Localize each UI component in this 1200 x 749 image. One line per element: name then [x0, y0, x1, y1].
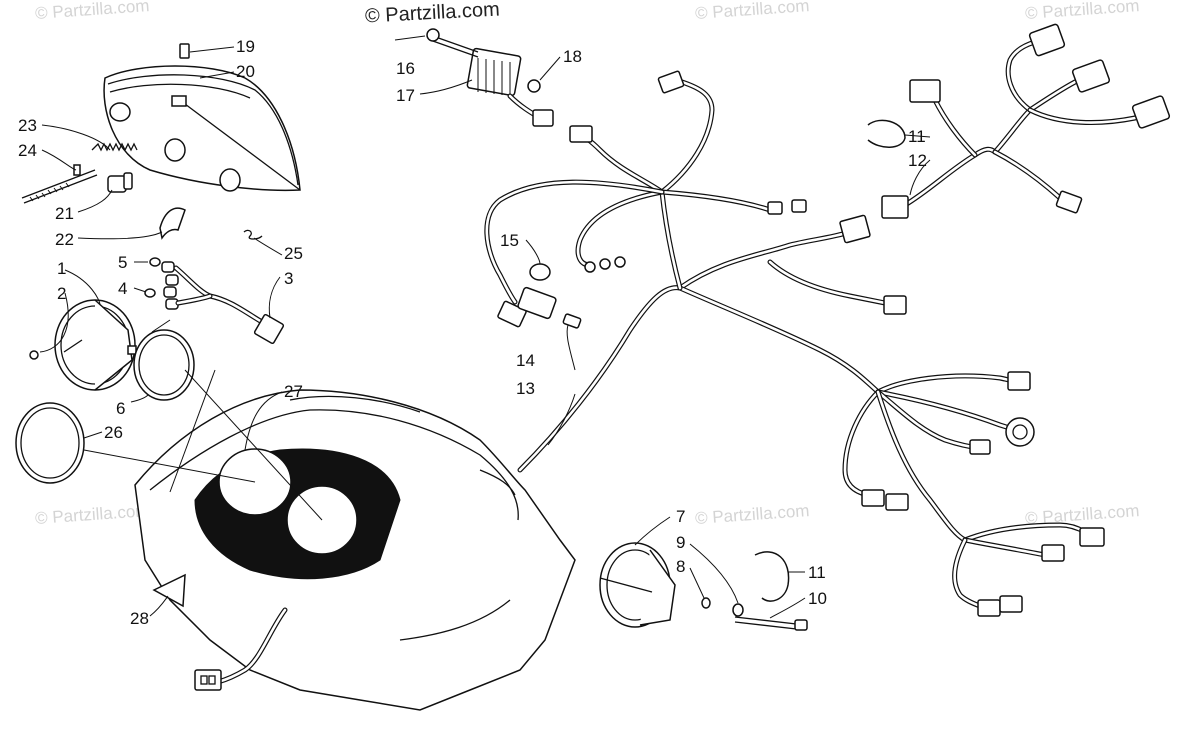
callout-28: 28	[130, 609, 149, 628]
spring	[91, 142, 138, 152]
callout-11-gauge: 11	[808, 563, 826, 582]
callout-13: 13	[516, 379, 535, 398]
callout-27: 27	[284, 382, 303, 401]
speedometer-gauge	[29, 299, 137, 391]
callout-8: 8	[676, 557, 686, 576]
instrument-pod-cover	[134, 389, 576, 711]
callout-4: 4	[118, 279, 128, 298]
nut	[701, 597, 711, 609]
gauge-bezel-ring	[133, 329, 195, 401]
callout-9: 9	[676, 533, 686, 552]
callout-18: 18	[563, 47, 582, 66]
callout-23: 23	[18, 116, 37, 135]
callout-11-harness: 11	[908, 127, 926, 146]
callout-19: 19	[236, 37, 255, 56]
adjuster-screw	[21, 164, 98, 204]
rubber-boot	[159, 207, 186, 240]
callout-24: 24	[18, 141, 37, 160]
bulb-socket	[107, 172, 133, 193]
callout-5: 5	[118, 253, 128, 272]
gauge-bezel	[15, 402, 85, 484]
callout-10: 10	[808, 589, 827, 608]
callout-2: 2	[57, 284, 67, 303]
harness-extension	[867, 23, 1171, 219]
callout-12: 12	[908, 151, 927, 170]
callout-14: 14	[516, 351, 535, 370]
callout-21: 21	[55, 204, 74, 223]
voltage-regulator	[426, 28, 554, 127]
main-wiring-harness	[484, 70, 1105, 617]
callout-7: 7	[676, 507, 686, 526]
retaining-ring	[754, 551, 790, 602]
washer	[732, 603, 744, 617]
callout-1: 1	[57, 259, 67, 278]
headlight-assembly	[103, 43, 301, 192]
callout-20: 20	[236, 62, 255, 81]
warning-decal	[152, 573, 186, 608]
callout-22: 22	[55, 230, 74, 249]
callout-6: 6	[116, 399, 126, 418]
callout-3: 3	[284, 269, 294, 288]
pod-harness	[194, 607, 288, 691]
indicator-bulbs	[144, 257, 285, 345]
callout-15: 15	[500, 231, 519, 250]
tachometer-gauge	[599, 542, 676, 628]
retainer-clip	[243, 229, 263, 240]
callout-25: 25	[284, 244, 303, 263]
leader-lines	[39, 35, 931, 619]
callout-26: 26	[104, 423, 123, 442]
callout-16: 16	[396, 59, 415, 78]
callout-17: 17	[396, 86, 415, 105]
speedometer-cable-adapter	[734, 616, 808, 631]
